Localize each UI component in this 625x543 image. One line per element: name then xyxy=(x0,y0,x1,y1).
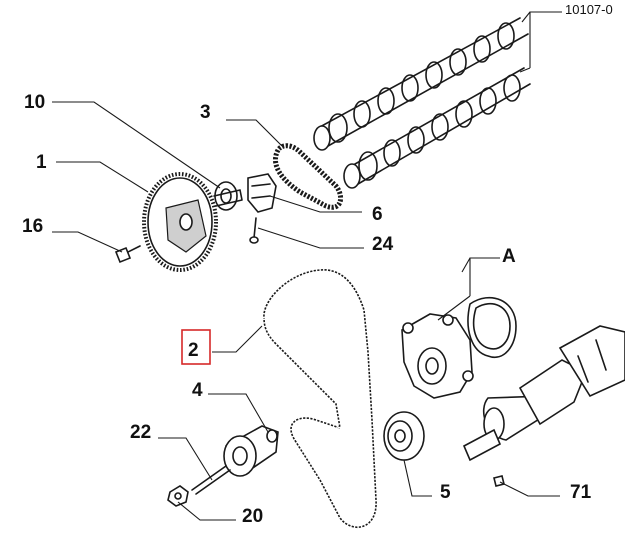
leader-4 xyxy=(208,393,269,433)
leader-3 xyxy=(226,119,283,147)
chain-tensioner xyxy=(247,173,277,213)
idler-pulley xyxy=(383,411,425,461)
leader-20 xyxy=(177,501,236,521)
callout-16[interactable]: 16 xyxy=(22,216,43,237)
callout-6[interactable]: 6 xyxy=(372,204,383,225)
highlighted-callout-box xyxy=(181,329,211,365)
callout-20[interactable]: 20 xyxy=(242,506,263,527)
belt-tensioner xyxy=(223,425,279,477)
callout-2[interactable]: 2 xyxy=(188,340,199,361)
callout-71[interactable]: 71 xyxy=(570,482,592,503)
camshaft-pulley xyxy=(142,172,243,272)
timing-belt xyxy=(261,267,379,530)
tensioner-screw xyxy=(249,217,259,244)
crankshaft-key xyxy=(493,475,505,487)
leader-6 xyxy=(269,195,362,213)
assembly-a-bracket xyxy=(437,257,500,321)
leader-24 xyxy=(257,227,364,249)
callout-4[interactable]: 4 xyxy=(192,380,203,401)
callout-1[interactable]: 1 xyxy=(36,152,47,173)
tensioner-stud xyxy=(191,465,231,495)
callout-22[interactable]: 22 xyxy=(130,422,151,443)
pulley-bolt xyxy=(114,245,141,264)
callout-24[interactable]: 24 xyxy=(372,234,394,255)
callout-5[interactable]: 5 xyxy=(440,482,451,503)
callout-10[interactable]: 10 xyxy=(24,92,45,113)
timing-chain xyxy=(273,143,344,210)
leader-71 xyxy=(499,481,560,497)
document-reference: 10107-0 xyxy=(565,2,613,17)
leader-1 xyxy=(56,161,149,193)
water-pump xyxy=(401,313,474,399)
water-pump-gasket xyxy=(467,296,517,359)
leader-22 xyxy=(158,437,213,481)
crankshaft xyxy=(462,325,625,462)
leader-10 xyxy=(52,101,221,189)
camshaft-lower xyxy=(343,67,531,189)
leader-16 xyxy=(52,231,123,253)
callout-3[interactable]: 3 xyxy=(200,102,211,123)
tensioner-nut xyxy=(167,485,189,507)
leader-2 xyxy=(212,325,263,353)
leader-5 xyxy=(403,459,432,497)
callout-A[interactable]: A xyxy=(502,246,516,267)
camshaft-group-bracket xyxy=(519,11,562,73)
camshaft-upper xyxy=(313,17,529,151)
